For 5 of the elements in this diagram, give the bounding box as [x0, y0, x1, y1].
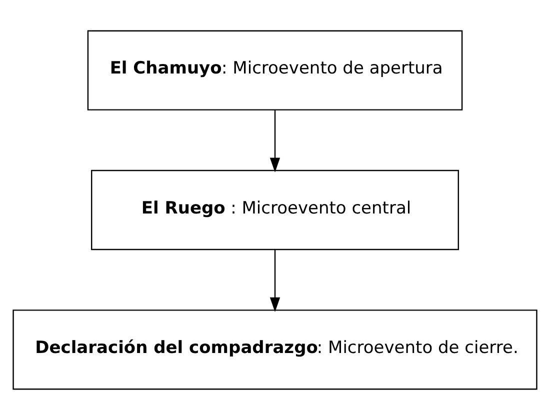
node-box: El Ruego : Microevento central: [91, 170, 459, 250]
node-box: El Chamuyo: Microevento de apertura: [87, 30, 463, 110]
arrow: [270, 110, 280, 172]
node-box: Declaración del compadrazgo: Microevento de cierre.: [12, 310, 538, 390]
arrow: [270, 250, 280, 312]
